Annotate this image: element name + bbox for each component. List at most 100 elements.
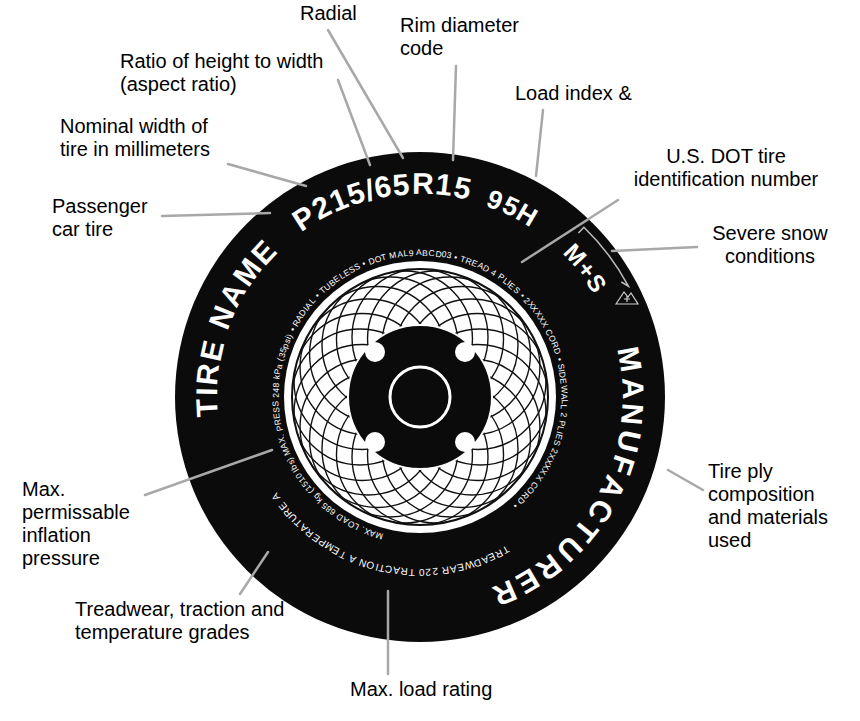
sidewall-glyph <box>438 566 442 576</box>
spoke-pattern <box>292 269 548 525</box>
leader-lines <box>145 30 703 674</box>
wheel-rim-line <box>292 269 548 525</box>
sidewall-glyph: R <box>441 565 450 576</box>
callout-label: Rim diameter code <box>400 14 526 60</box>
sidewall-glyph: W <box>560 385 569 393</box>
sidewall-glyph: 5 <box>451 172 473 205</box>
sidewall-glyph: a <box>274 363 283 369</box>
sidewall-glyph: R <box>400 566 408 577</box>
sidewall-glyph: R <box>273 418 282 426</box>
sidewall-glyph: N <box>616 402 648 426</box>
sidewall-marking: TREADWEAR 220 TRACTION A TEMPERATURE A <box>265 478 519 583</box>
callout-label: Passenger car tire <box>52 195 164 241</box>
sidewall-glyph: 9 <box>408 249 413 258</box>
sidewall-glyph <box>271 398 280 400</box>
sidewall-glyph: 1 <box>434 169 454 201</box>
sidewall-glyph: L <box>403 249 409 258</box>
sidewall-glyph: L <box>559 404 568 409</box>
callout-label: Tire ply composition and materials used <box>708 460 846 552</box>
sidewall-glyph: D <box>558 371 567 378</box>
sidewall-glyph: A <box>416 248 422 257</box>
sidewall-glyph: L <box>560 399 569 404</box>
leader-line <box>228 164 306 186</box>
lug-hole <box>365 432 385 452</box>
callout-label: U.S. DOT tire identification number <box>610 145 842 191</box>
leader-line <box>612 247 697 251</box>
sidewall-glyph: T <box>192 398 223 418</box>
sidewall-glyph: M <box>613 345 647 375</box>
sidewall-glyph: 8 <box>272 382 281 387</box>
leader-line <box>668 470 703 490</box>
sidewall-glyph: C <box>428 249 435 258</box>
sidewall-glyph: A <box>393 565 401 576</box>
sidewall-glyph: 2 <box>559 412 568 418</box>
tire-body <box>175 152 665 642</box>
sidewall-glyph: E <box>559 378 568 385</box>
wheel-hub <box>348 325 492 469</box>
sidewall-glyph: W <box>463 559 475 571</box>
sidewall-glyph: A <box>347 553 357 565</box>
sidewall-glyph: • <box>288 327 297 334</box>
sidewall-glyph: R <box>412 169 434 199</box>
callout-label: Ratio of height to width (aspect ratio) <box>120 50 356 96</box>
sidewall-glyph: • <box>361 260 367 269</box>
sidewall-glyph: 4 <box>272 387 281 392</box>
sidewall-glyph <box>413 249 416 258</box>
sidewall-glyph: 2 <box>271 393 280 398</box>
sidewall-glyph: • <box>453 253 458 262</box>
lug-hole <box>455 342 475 362</box>
sidewall-glyph: 5 <box>392 169 411 200</box>
snowflake-mountain-symbol <box>616 292 638 304</box>
sidewall-glyph: A <box>560 393 569 399</box>
leader-line <box>145 450 272 495</box>
leader-line <box>328 30 403 158</box>
sidewall-glyph: U <box>612 427 646 454</box>
sidewall-marking: TIRE NAME <box>174 215 322 456</box>
sidewall-glyph: E <box>195 338 229 364</box>
sidewall-glyph: A <box>396 250 403 259</box>
sidewall-glyph: S <box>272 406 281 412</box>
lug-hole <box>455 432 475 452</box>
sidewall-marking: MAX. LOAD 685 kg (1510 lbs) MAX. PRESS 2… <box>266 243 573 544</box>
sidewall-glyph: R <box>192 362 224 387</box>
sidewall-glyph: C <box>385 564 394 575</box>
sidewall-glyph: D <box>435 249 442 258</box>
sidewall-glyph: P <box>274 425 284 432</box>
callout-label: Treadwear, traction and temperature grad… <box>75 598 305 644</box>
callout-label: Max. permissable inflation pressure <box>22 478 147 570</box>
sidewall-glyph <box>416 567 419 577</box>
leader-line <box>162 213 270 216</box>
sidewall-glyph: 6 <box>372 171 394 203</box>
sidewall-glyph: 0 <box>419 567 425 577</box>
sidewall-glyph: B <box>422 248 428 257</box>
leader-line <box>338 80 370 165</box>
callout-label: Radial <box>300 2 390 25</box>
callout-label: Max. load rating <box>350 678 550 701</box>
sidewall-marking: 95H <box>449 170 562 268</box>
sidewall-glyph: M <box>389 250 398 260</box>
sidewall-glyph: D <box>552 347 562 355</box>
sidewall-glyph: 2 <box>432 566 438 576</box>
callout-label: Nominal width of tire in millimeters <box>60 115 225 161</box>
sidewall-glyph: T <box>380 253 387 263</box>
sidewall-glyph: A <box>270 491 282 502</box>
callout-label: Load index & <box>515 82 695 105</box>
lug-hole <box>365 342 385 362</box>
sidewall-glyph: I <box>192 388 222 397</box>
leader-line <box>387 591 390 674</box>
sidewall-glyph: S <box>272 401 281 407</box>
sidewall-glyph: 3 <box>446 251 452 260</box>
sidewall-glyph: • <box>555 356 564 361</box>
leader-line <box>240 552 268 594</box>
sidewall-glyph: E <box>272 412 281 419</box>
wheel-disc <box>284 261 556 533</box>
sidewall-glyph: 2 <box>425 567 431 577</box>
center-bore <box>390 367 450 427</box>
sidewall-glyph: A <box>449 563 457 574</box>
leader-line <box>536 110 543 176</box>
sidewall-glyph: T <box>409 567 416 577</box>
sidewall-glyph: A <box>617 376 648 399</box>
callout-label: Severe snow conditions <box>700 222 840 268</box>
leader-line <box>453 66 456 160</box>
